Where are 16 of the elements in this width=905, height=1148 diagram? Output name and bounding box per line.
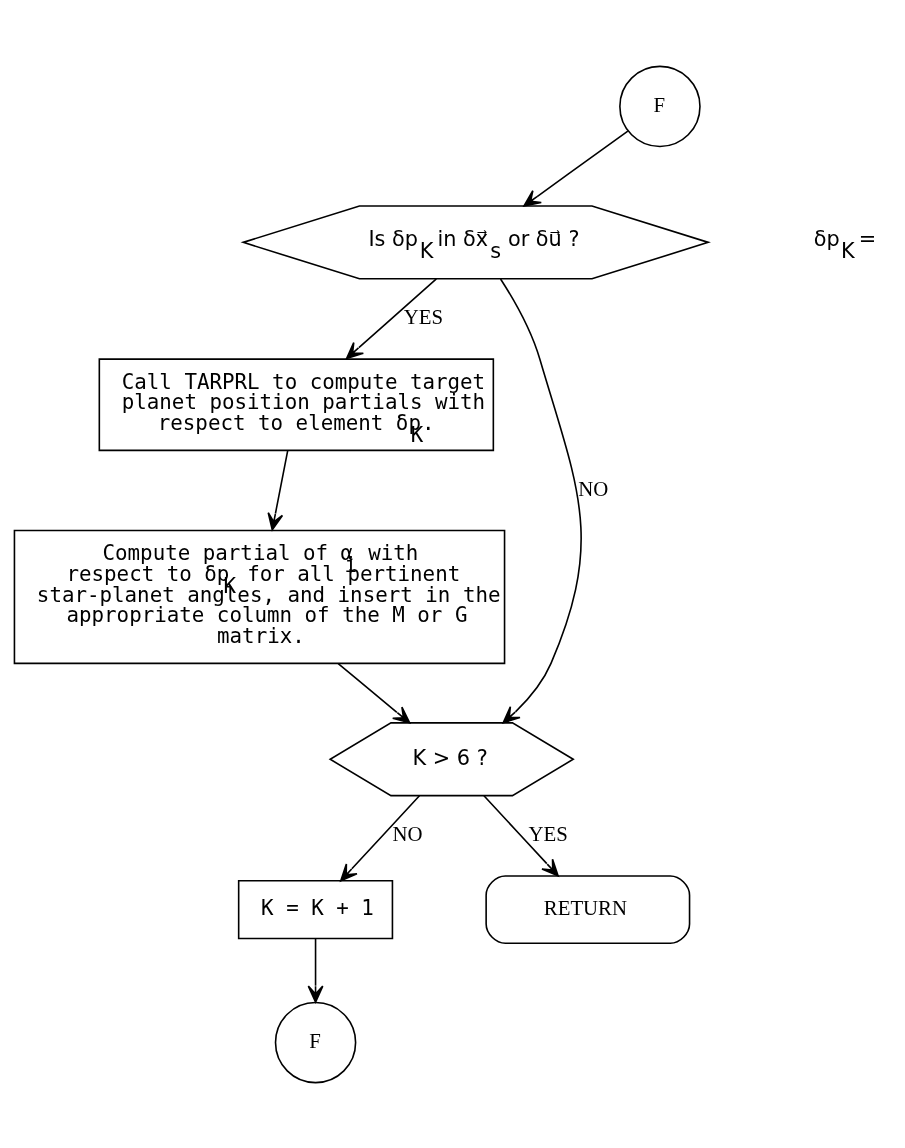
edge-label: YES [528,821,568,846]
edge-label: YES [403,304,443,329]
arrow [523,129,629,207]
arrow [483,794,559,877]
node-circle: F [274,1001,357,1083]
arrow [267,449,289,531]
arrow [345,277,438,359]
arrow [499,277,582,724]
arrow [307,937,324,1003]
node-box: RETURN [485,874,691,944]
edge-label: NO [578,476,609,501]
node-circle: F [619,65,701,147]
arrow [339,794,421,882]
node-box: K = K + 1 [237,879,394,939]
edge-label: NO [392,821,423,846]
arrow [337,662,411,724]
